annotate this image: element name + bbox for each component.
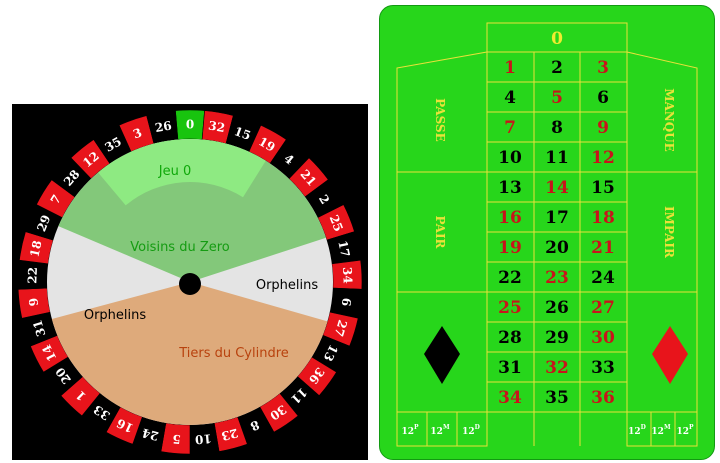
table-cell-33[interactable]: 33: [591, 358, 615, 378]
wheel-number: 27: [331, 318, 349, 338]
wheel-center-hub: [179, 273, 201, 295]
voisins-label: Voisins du Zero: [130, 240, 230, 255]
wheel-number: 29: [34, 213, 53, 234]
table-cell-16[interactable]: 16: [498, 208, 522, 228]
wheel-number: 5: [172, 432, 182, 447]
pair-label: PAIR: [433, 215, 447, 249]
wheel-number: 15: [232, 124, 252, 143]
tiers-sector[interactable]: [51, 282, 328, 425]
wheel-number: 16: [115, 416, 136, 436]
table-cell-34[interactable]: 34: [498, 388, 522, 408]
dozen-bet-right-P[interactable]: 12P: [676, 424, 694, 437]
wheel-sectors: Jeu 0 Voisins du Zero Orphelins Orphelin…: [47, 139, 333, 425]
table-cell-30[interactable]: 30: [591, 328, 615, 348]
wheel-number: 32: [207, 118, 226, 135]
table-cell-18[interactable]: 18: [591, 208, 615, 228]
wheel-number: 24: [140, 426, 160, 444]
table-cell-10[interactable]: 10: [498, 148, 522, 168]
wheel-number: 25: [327, 213, 346, 234]
table-cell-3[interactable]: 3: [597, 58, 609, 78]
wheel-number: 18: [27, 239, 44, 258]
dozen-bet-right-M[interactable]: 12M: [651, 424, 671, 437]
table-cell-29[interactable]: 29: [545, 328, 569, 348]
wheel-number: 9: [26, 297, 41, 307]
wheel-number: 23: [220, 426, 240, 444]
table-cell-17[interactable]: 17: [545, 208, 569, 228]
dozen-bet-right-D[interactable]: 12D: [628, 424, 646, 437]
zero-number: 0: [551, 29, 563, 49]
table-cell-21[interactable]: 21: [591, 238, 615, 258]
table-cell-26[interactable]: 26: [545, 298, 569, 318]
wheel-number: 22: [25, 267, 40, 284]
red-diamond-icon[interactable]: [652, 326, 688, 384]
table-cell-19[interactable]: 19: [498, 238, 522, 258]
table-cell-23[interactable]: 23: [545, 268, 569, 288]
table-cell-13[interactable]: 13: [498, 178, 522, 198]
manque-label: MANQUE: [662, 88, 676, 152]
table-cell-7[interactable]: 7: [504, 118, 516, 138]
table-cell-24[interactable]: 24: [591, 268, 615, 288]
wheel-number: 6: [339, 297, 354, 307]
dozens-bets: 12P 12M 12D 12D 12M 12P: [401, 424, 694, 437]
table-cell-36[interactable]: 36: [591, 388, 615, 408]
wheel-number: 13: [321, 342, 341, 363]
wheel-number: 10: [194, 431, 212, 446]
table-cell-27[interactable]: 27: [591, 298, 615, 318]
table-cell-9[interactable]: 9: [597, 118, 609, 138]
wheel-number: 31: [30, 318, 48, 338]
jeu0-label: Jeu 0: [158, 164, 191, 179]
table-cell-12[interactable]: 12: [591, 148, 615, 168]
dozen-bet-left-M[interactable]: 12M: [430, 424, 450, 437]
table-cell-11[interactable]: 11: [545, 148, 569, 168]
table-cell-1[interactable]: 1: [504, 58, 516, 78]
table-cell-2[interactable]: 2: [551, 58, 563, 78]
table-cell-8[interactable]: 8: [551, 118, 563, 138]
wheel-number: 26: [154, 118, 173, 135]
wheel-number: 14: [39, 342, 59, 363]
table-cell-4[interactable]: 4: [504, 88, 516, 108]
dozen-bet-left-P[interactable]: 12P: [401, 424, 419, 437]
orphelins-right-label: Orphelins: [256, 278, 319, 293]
jeu0-sector[interactable]: [98, 139, 266, 206]
table-cell-5[interactable]: 5: [551, 88, 563, 108]
wheel-number: 34: [340, 267, 355, 284]
table-cell-25[interactable]: 25: [498, 298, 522, 318]
dozen-bet-left-D[interactable]: 12D: [462, 424, 480, 437]
table-cell-35[interactable]: 35: [545, 388, 569, 408]
wheel-number: 17: [335, 239, 352, 258]
wheel-number: 0: [186, 118, 194, 132]
impair-label: IMPAIR: [662, 206, 676, 259]
table-cell-32[interactable]: 32: [545, 358, 569, 378]
orphelins-left-label: Orphelins: [84, 308, 147, 323]
table-cell-20[interactable]: 20: [545, 238, 569, 258]
table-cell-31[interactable]: 31: [498, 358, 522, 378]
passe-label: PASSE: [433, 98, 447, 142]
table-cell-28[interactable]: 28: [498, 328, 522, 348]
tiers-label: Tiers du Cylindre: [178, 346, 289, 361]
black-diamond-icon[interactable]: [424, 326, 460, 384]
table-cell-6[interactable]: 6: [597, 88, 609, 108]
table-cell-14[interactable]: 14: [545, 178, 569, 198]
table-cell-22[interactable]: 22: [498, 268, 522, 288]
table-cell-15[interactable]: 15: [591, 178, 615, 198]
